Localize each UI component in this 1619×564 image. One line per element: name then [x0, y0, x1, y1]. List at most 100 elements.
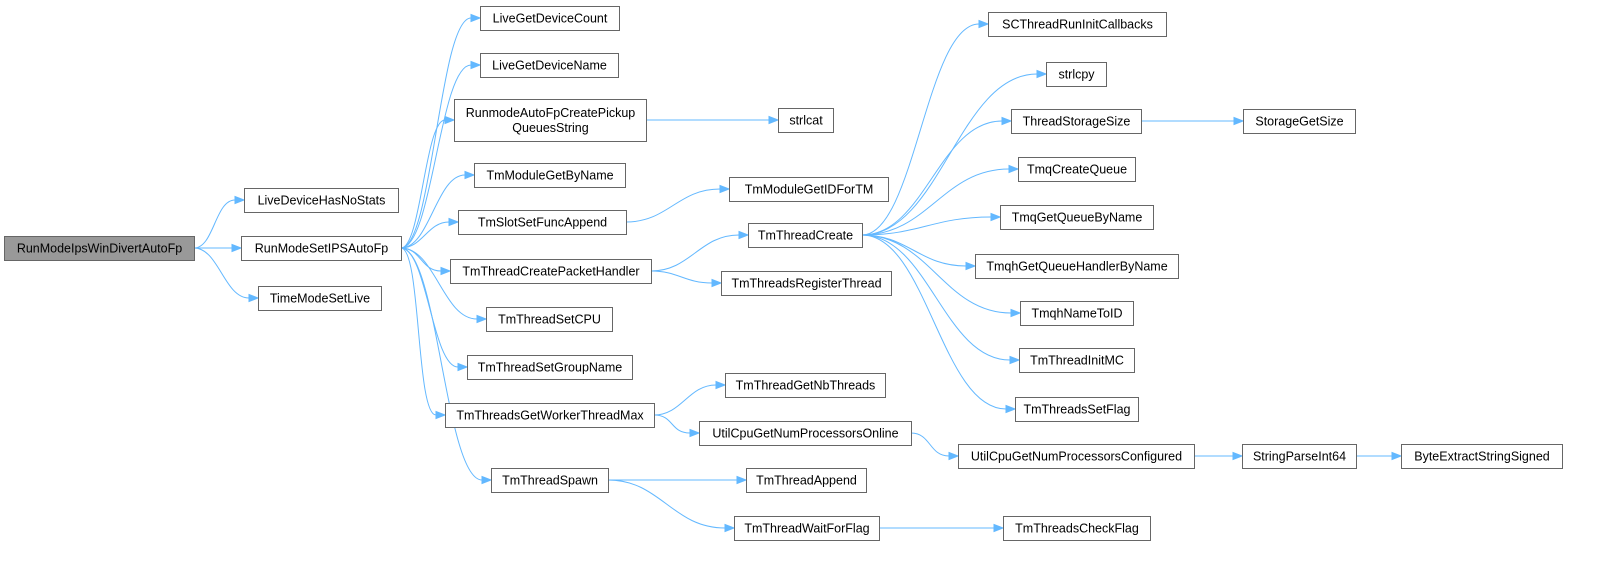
- node-box: [1020, 301, 1134, 326]
- arrowhead-n9-to-n16: [738, 230, 750, 240]
- node-box: [1243, 109, 1356, 134]
- node-label: TmThreadWaitForFlag: [744, 522, 869, 536]
- edge-n19-to-n31: [910, 432, 950, 457]
- function-node[interactable]: TmThreadSetGroupName: [467, 355, 633, 380]
- function-node[interactable]: StorageGetSize: [1243, 109, 1356, 134]
- function-node[interactable]: TmThreadsCheckFlag: [1003, 516, 1151, 541]
- node-label: TmThreadsGetWorkerThreadMax: [456, 409, 644, 423]
- function-node[interactable]: LiveGetDeviceCount: [480, 6, 620, 31]
- node-box: [721, 271, 892, 296]
- node-box: [729, 177, 889, 202]
- function-node[interactable]: ByteExtractStringSigned: [1401, 444, 1563, 469]
- node-box: [4, 236, 195, 261]
- arrowhead-n8-to-n15: [719, 184, 731, 194]
- function-node[interactable]: UtilCpuGetNumProcessorsConfigured: [958, 444, 1195, 469]
- function-node[interactable]: TmThreadGetNbThreads: [725, 373, 886, 398]
- node-label: RunmodeAutoFpCreatePickup: [466, 106, 636, 120]
- arrowhead-n6-to-n14: [768, 115, 780, 125]
- edge-n0-to-n3: [193, 247, 250, 299]
- function-node[interactable]: TimeModeSetLive: [258, 286, 382, 311]
- arrowhead-n2-to-n9: [440, 266, 452, 276]
- function-node[interactable]: TmThreadSpawn: [491, 468, 609, 493]
- function-node[interactable]: TmqCreateQueue: [1018, 157, 1136, 182]
- arrowhead-n2-to-n8: [448, 217, 460, 227]
- function-node[interactable]: SCThreadRunInitCallbacks: [988, 12, 1167, 37]
- node-label: TmModuleGetIDForTM: [745, 183, 874, 197]
- function-node[interactable]: TmSlotSetFuncAppend: [458, 210, 627, 235]
- node-box: [975, 254, 1179, 279]
- edge-n2-to-n13: [400, 247, 483, 481]
- arrowhead-n12-to-n19: [689, 428, 701, 438]
- function-node[interactable]: TmThreadSetCPU: [486, 307, 613, 332]
- function-node[interactable]: StringParseInt64: [1242, 444, 1357, 469]
- node-label: LiveGetDeviceCount: [493, 12, 608, 26]
- function-node[interactable]: TmThreadInitMC: [1019, 348, 1135, 373]
- function-node[interactable]: TmqhNameToID: [1020, 301, 1134, 326]
- edge-n12-to-n18: [653, 384, 717, 416]
- node-box: [480, 53, 619, 78]
- node-label: TmThreadSetGroupName: [478, 361, 623, 375]
- node-label: TmThreadSpawn: [502, 474, 598, 488]
- function-node[interactable]: TmqhGetQueueHandlerByName: [975, 254, 1179, 279]
- node-label: TmThreadsRegisterThread: [731, 277, 881, 291]
- edge-n16-to-n30: [861, 234, 1007, 410]
- edge-n2-to-n8: [400, 221, 450, 249]
- function-node[interactable]: RunModeIpsWinDivertAutoFp: [4, 236, 195, 261]
- arrowhead-n34-to-n35: [1391, 451, 1403, 461]
- edge-n9-to-n16: [650, 234, 740, 272]
- node-label: TmThreadsSetFlag: [1024, 403, 1131, 417]
- arrowhead-n9-to-n17: [711, 278, 723, 288]
- edge-n16-to-n29: [861, 234, 1011, 361]
- function-node[interactable]: TmThreadsRegisterThread: [721, 271, 892, 296]
- arrowhead-n2-to-n11: [457, 362, 469, 372]
- function-node[interactable]: LiveDeviceHasNoStats: [244, 188, 399, 213]
- function-node[interactable]: TmThreadsGetWorkerThreadMax: [445, 403, 655, 428]
- node-box: [1019, 348, 1135, 373]
- node-box: [725, 373, 886, 398]
- node-label: RunModeSetIPSAutoFp: [255, 242, 388, 256]
- node-box: [486, 307, 613, 332]
- function-node[interactable]: TmThreadsSetFlag: [1015, 397, 1139, 422]
- node-label: TmqhNameToID: [1032, 307, 1123, 321]
- call-nodes: RunModeIpsWinDivertAutoFp LiveDeviceHasNo…: [4, 6, 1563, 541]
- function-node[interactable]: TmThreadCreate: [748, 223, 863, 248]
- arrowhead-n2-to-n5: [470, 60, 482, 70]
- arrowhead-n16-to-n27: [965, 261, 977, 271]
- node-box: [1046, 62, 1107, 87]
- node-label: TmqhGetQueueHandlerByName: [986, 260, 1167, 274]
- node-box: [454, 99, 647, 142]
- arrowhead-n2-to-n10: [476, 314, 488, 324]
- edge-n16-to-n25: [861, 168, 1010, 236]
- function-node[interactable]: TmModuleGetByName: [474, 163, 626, 188]
- function-node[interactable]: RunModeSetIPSAutoFp: [241, 236, 402, 261]
- function-node[interactable]: strlcpy: [1046, 62, 1107, 87]
- arrowhead-n16-to-n23: [1036, 69, 1048, 79]
- function-node[interactable]: UtilCpuGetNumProcessorsOnline: [699, 421, 912, 446]
- node-label: TmModuleGetByName: [486, 169, 613, 183]
- node-box: [244, 188, 399, 213]
- function-node[interactable]: TmThreadWaitForFlag: [734, 516, 880, 541]
- arrowhead-n2-to-n4: [470, 13, 482, 23]
- node-label: TmThreadsCheckFlag: [1015, 522, 1139, 536]
- edge-n16-to-n24: [861, 120, 1003, 236]
- function-node[interactable]: LiveGetDeviceName: [480, 53, 619, 78]
- edge-n2-to-n7: [400, 174, 466, 249]
- function-node[interactable]: TmqGetQueueByName: [1000, 205, 1154, 230]
- node-box: [988, 12, 1167, 37]
- arrowhead-n2-to-n13: [481, 475, 493, 485]
- arrowhead-n16-to-n28: [1010, 308, 1022, 318]
- function-node[interactable]: ThreadStorageSize: [1011, 109, 1142, 134]
- node-box: [445, 403, 655, 428]
- arrowhead-n0-to-n3: [248, 293, 260, 303]
- function-node[interactable]: TmThreadCreatePacketHandler: [450, 259, 652, 284]
- node-box: [748, 223, 863, 248]
- function-node[interactable]: TmThreadAppend: [746, 468, 867, 493]
- node-box: [778, 108, 834, 133]
- node-box: [1011, 109, 1142, 134]
- function-node[interactable]: strlcat: [778, 108, 834, 133]
- function-node[interactable]: TmModuleGetIDForTM: [729, 177, 889, 202]
- node-box: [1401, 444, 1563, 469]
- node-box: [746, 468, 867, 493]
